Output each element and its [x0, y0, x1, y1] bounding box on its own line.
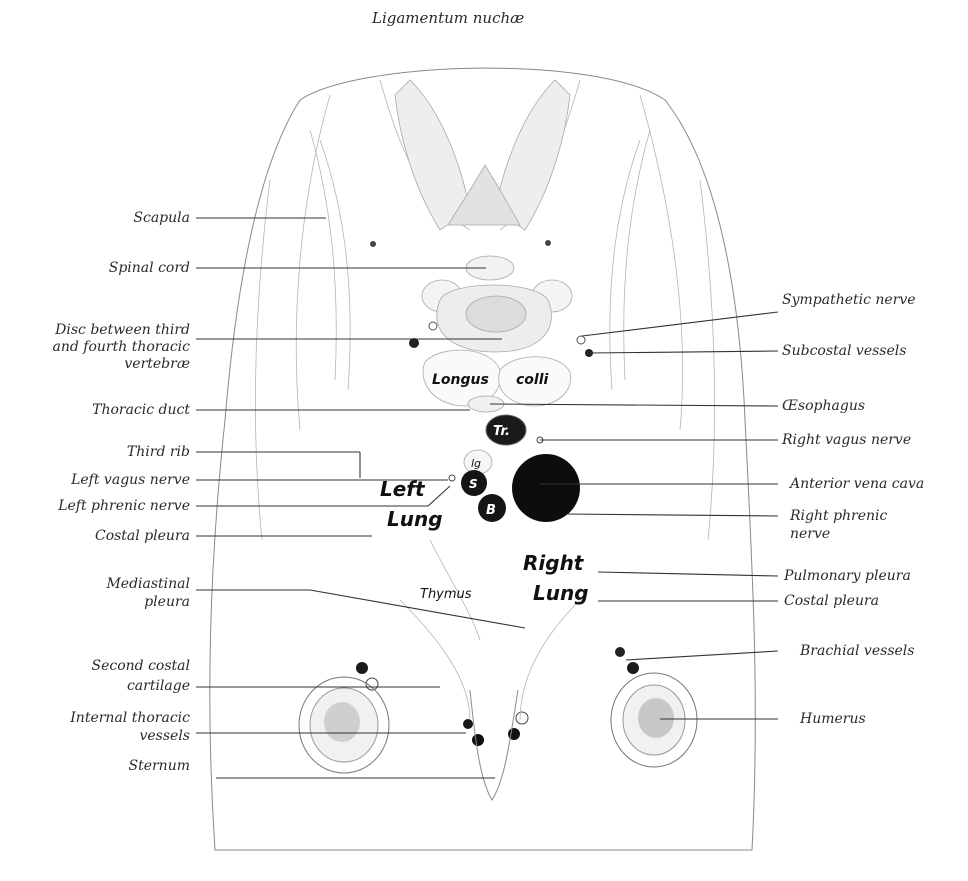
label-thoracic-duct: Thoracic duct — [92, 402, 190, 418]
label-costal-pleura-left: Costal pleura — [95, 528, 190, 544]
label-second-costal-line1: Second costal — [92, 658, 190, 674]
label-left: Left — [380, 477, 426, 501]
back-muscles — [395, 80, 570, 230]
label-oesophagus: Œsophagus — [782, 398, 865, 414]
label-disc-line3: vertebræ — [124, 356, 190, 372]
label-right-phrenic-line2: nerve — [790, 526, 830, 542]
scapula-left — [310, 130, 350, 390]
right-humerus-shape — [611, 673, 697, 767]
label-disc-line1: Disc between third — [54, 322, 190, 338]
label-left-vagus-nerve: Left vagus nerve — [70, 472, 190, 488]
label-lung-left: Lung — [387, 507, 443, 531]
label-costal-pleura-right: Costal pleura — [784, 593, 879, 609]
label-left-phrenic-nerve: Left phrenic nerve — [57, 498, 190, 514]
label-sympathetic-nerve: Sympathetic nerve — [782, 292, 916, 308]
sternum-shape — [400, 540, 580, 800]
label-second-costal-line2: cartilage — [127, 678, 190, 694]
label-colli: colli — [516, 372, 549, 388]
label-right-vagus-nerve: Right vagus nerve — [781, 432, 911, 448]
label-trachea: Tr. — [493, 424, 510, 439]
label-right: Right — [523, 551, 585, 575]
label-thymus: Thymus — [420, 587, 472, 602]
label-sternum: Sternum — [128, 758, 190, 774]
label-longus: Longus — [432, 372, 489, 388]
label-right-phrenic-line1: Right phrenic — [789, 508, 888, 524]
anterior-vena-cava-shape — [512, 454, 580, 522]
label-lig: lg — [471, 457, 481, 470]
label-b: B — [486, 503, 496, 518]
left-humerus-shape — [299, 677, 389, 773]
label-scapula: Scapula — [133, 210, 190, 226]
label-pulmonary-pleura: Pulmonary pleura — [783, 568, 911, 584]
label-brachial-vessels: Brachial vessels — [799, 643, 914, 659]
label-ligamentum-nuchae: Ligamentum nuchæ — [371, 9, 524, 27]
scapula-right — [610, 130, 650, 390]
label-lung-right: Lung — [533, 581, 589, 605]
label-internal-thoracic-line2: vessels — [139, 728, 190, 744]
label-humerus: Humerus — [799, 711, 866, 727]
label-subcostal-vessels: Subcostal vessels — [782, 343, 906, 359]
label-third-rib: Third rib — [127, 444, 190, 460]
label-anterior-vena-cava: Anterior vena cava — [788, 476, 924, 492]
label-mediastinal-line1: Mediastinal — [105, 576, 190, 592]
label-spinal-cord: Spinal cord — [109, 260, 190, 276]
vertebra — [422, 256, 572, 352]
label-mediastinal-line2: pleura — [144, 594, 190, 610]
left-labels: Scapula Spinal cord Disc between third a… — [53, 210, 191, 774]
label-disc-line2: and fourth thoracic — [53, 339, 191, 355]
right-labels: Sympathetic nerve Subcostal vessels Œsop… — [781, 292, 924, 727]
label-internal-thoracic-line1: Internal thoracic — [69, 710, 190, 726]
label-s: S — [469, 477, 478, 491]
